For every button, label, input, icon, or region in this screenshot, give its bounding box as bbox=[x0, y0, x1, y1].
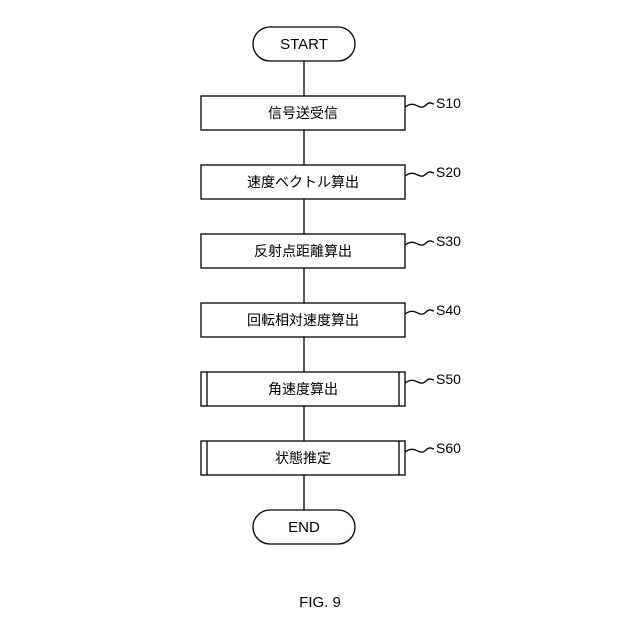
leader-line-s30 bbox=[405, 241, 434, 245]
step-code-s40: S40 bbox=[436, 302, 461, 318]
step-label-s60: 状態推定 bbox=[275, 451, 331, 467]
step-label-s40: 回転相対速度算出 bbox=[247, 313, 359, 329]
step-label-s10: 信号送受信 bbox=[268, 106, 338, 122]
step-label-s30: 反射点距離算出 bbox=[254, 243, 352, 260]
end-label: END bbox=[288, 519, 320, 536]
leader-line-s40 bbox=[405, 310, 434, 314]
step-label-s50: 角速度算出 bbox=[268, 382, 338, 398]
leader-line-s20 bbox=[405, 172, 434, 176]
figure-caption: FIG. 9 bbox=[0, 594, 640, 611]
start-label: START bbox=[280, 36, 328, 53]
leader-line-s50 bbox=[405, 379, 434, 383]
step-code-s10: S10 bbox=[436, 95, 461, 111]
leader-line-s10 bbox=[405, 103, 434, 107]
step-code-s20: S20 bbox=[436, 164, 461, 180]
step-code-s30: S30 bbox=[436, 233, 461, 249]
leader-line-s60 bbox=[405, 448, 434, 452]
step-code-s60: S60 bbox=[436, 440, 461, 456]
step-label-s20: 速度ベクトル算出 bbox=[247, 175, 359, 191]
step-code-s50: S50 bbox=[436, 371, 461, 387]
